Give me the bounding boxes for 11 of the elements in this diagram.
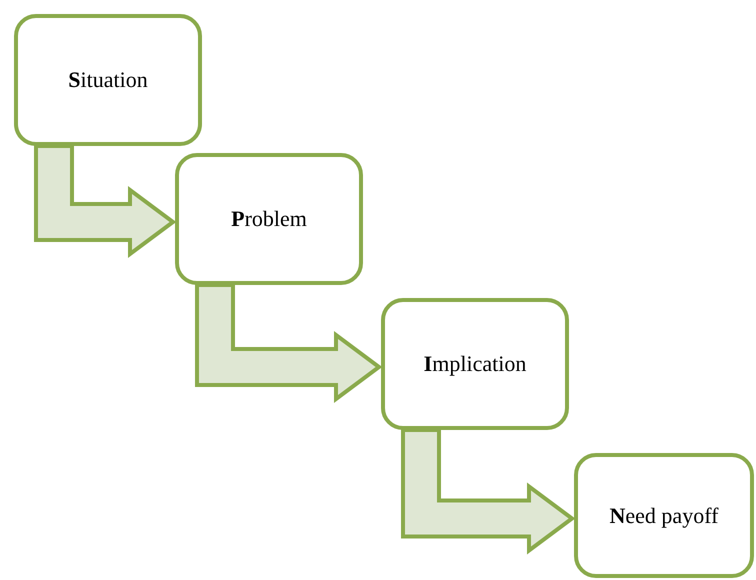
- process-box: [574, 453, 754, 578]
- block-arrow: [195, 283, 382, 403]
- block-arrow: [34, 144, 176, 258]
- process-box: [381, 298, 569, 430]
- step-label: Problem: [231, 206, 307, 232]
- process-box: [175, 153, 363, 285]
- process-box: [14, 14, 202, 146]
- step-label: Implication: [424, 351, 526, 377]
- block-arrow: [401, 428, 576, 554]
- step-label: Situation: [68, 67, 148, 93]
- step-label: Need payoff: [610, 502, 718, 528]
